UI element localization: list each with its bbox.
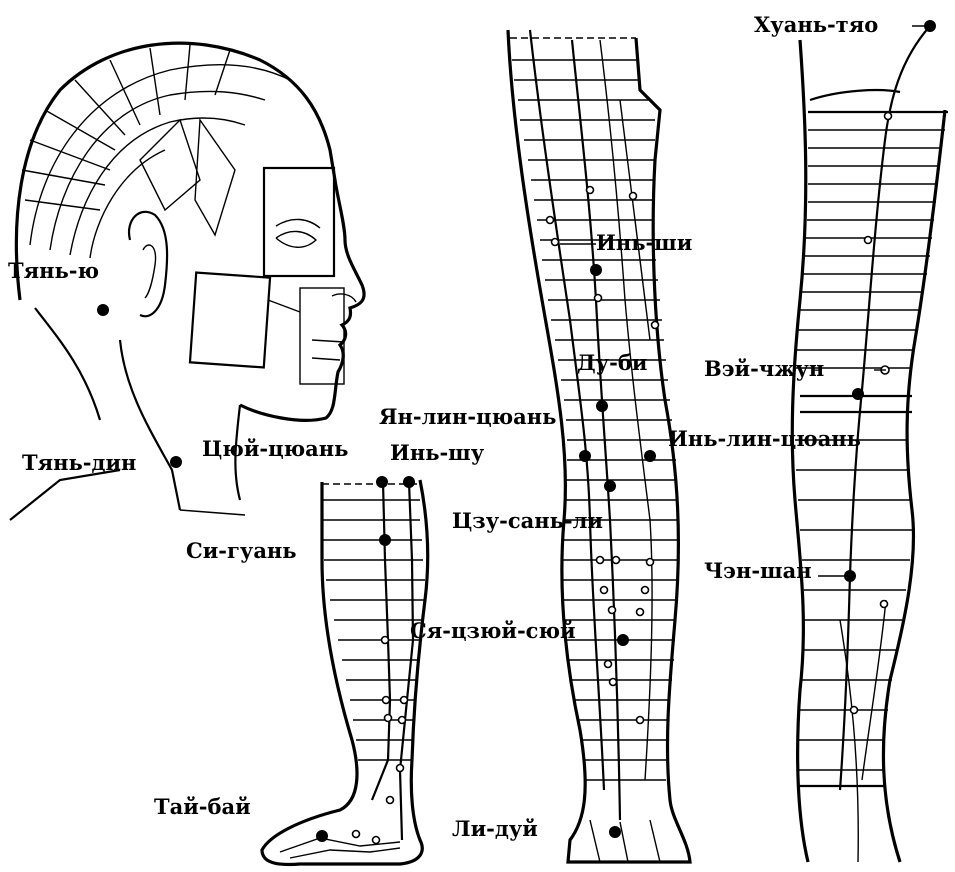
label-yin-lin-tsuan: Инь-лин-цюань	[668, 426, 861, 451]
label-chen-shan: Чэн-шан	[704, 558, 812, 583]
label-sya-tszyui-syui: Ся-цзюй-сюй	[410, 618, 576, 643]
point-si-guan	[379, 534, 391, 546]
label-yin-shu: Инь-шу	[390, 440, 485, 465]
point-li-dui	[609, 826, 621, 838]
label-tian-ding: Тянь-дин	[22, 450, 136, 475]
point-tian-ding	[170, 456, 182, 468]
point-yin-shu-2	[403, 476, 415, 488]
label-du-bi: Ду-би	[577, 350, 647, 375]
point-tian-yu	[97, 304, 109, 316]
front-leg-figure	[508, 30, 690, 862]
point-yin-shu-1	[376, 476, 388, 488]
label-tsui-tsuan: Цюй-цюань	[202, 436, 348, 461]
label-yan-lin-tsuan: Ян-лин-цюань	[379, 404, 556, 429]
label-tszu-san-li: Цзу-сань-ли	[452, 508, 603, 533]
point-yan-lin-tsuan	[596, 400, 608, 412]
point-tszu-san-li-2	[604, 480, 616, 492]
point-sya-tszyui-syui	[617, 634, 629, 646]
point-yin-lin-tsuan	[644, 450, 656, 462]
label-tai-bai: Тай-бай	[154, 794, 251, 819]
point-tai-bai	[316, 830, 328, 842]
label-li-dui: Ли-дуй	[452, 816, 538, 841]
point-vei-chzhun	[852, 388, 864, 400]
label-si-guan: Си-гуань	[186, 538, 297, 563]
point-yin-shi	[590, 264, 602, 276]
label-yin-shi: Инь-ши	[596, 230, 692, 255]
point-tszu-san-li-1	[579, 450, 591, 462]
label-vei-chzhun: Вэй-чжун	[704, 356, 824, 381]
label-huan-tyao: Хуань-тяо	[754, 12, 878, 37]
label-tian-yu: Тянь-ю	[8, 258, 99, 283]
